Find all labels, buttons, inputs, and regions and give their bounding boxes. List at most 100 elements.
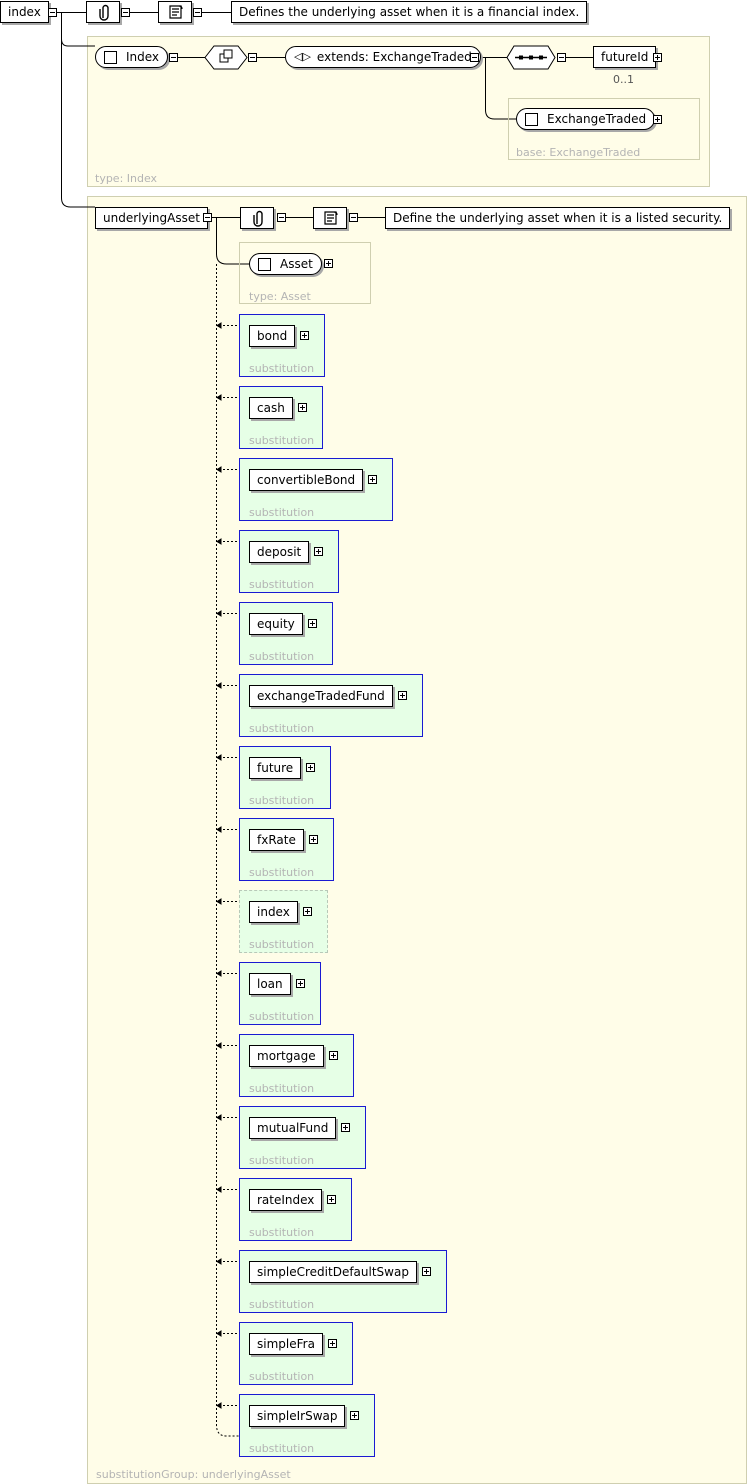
substitution-caption: substitution xyxy=(249,1154,315,1167)
plus-icon[interactable] xyxy=(309,835,318,844)
root-documentation: Defines the underlying asset when it is … xyxy=(231,1,588,23)
arrowhead-icon xyxy=(216,826,222,833)
plus-icon[interactable] xyxy=(350,1411,359,1420)
substitution-caption: substitution xyxy=(249,866,315,879)
complex-type-index[interactable]: Index xyxy=(95,46,169,68)
arrowhead-icon xyxy=(216,1258,222,1265)
arrowhead-icon xyxy=(216,466,222,473)
type-box-icon xyxy=(258,257,271,271)
complex-type-label: Index xyxy=(126,50,160,64)
arrowhead-icon xyxy=(216,682,222,689)
arrowhead-icon xyxy=(216,970,222,977)
arrowhead-icon xyxy=(216,538,222,545)
arrowhead-icon xyxy=(216,322,222,329)
plus-icon[interactable] xyxy=(328,1339,337,1348)
arrowhead-icon xyxy=(216,1186,222,1193)
substitution-group-caption: substitutionGroup: underlyingAsset xyxy=(96,1468,291,1481)
element-mortgage[interactable]: mortgage xyxy=(249,1045,324,1067)
minus-icon[interactable] xyxy=(470,53,479,62)
plus-icon[interactable] xyxy=(306,763,315,772)
substitution-caption: substitution xyxy=(249,1442,315,1455)
element-equity[interactable]: equity xyxy=(249,613,303,635)
substitution-trunk xyxy=(216,264,239,1437)
element-deposit[interactable]: deposit xyxy=(249,541,310,563)
element-fxRate[interactable]: fxRate xyxy=(249,829,304,851)
element-futureId[interactable]: futureId xyxy=(593,46,657,68)
substitution-caption: substitution xyxy=(249,434,315,447)
minus-icon[interactable] xyxy=(557,53,566,62)
asset-type-box: type: Asset xyxy=(239,242,371,304)
paperclip-icon xyxy=(240,207,274,229)
minus-icon[interactable] xyxy=(277,213,286,222)
choice-icon xyxy=(204,45,248,70)
plus-icon[interactable] xyxy=(329,1051,338,1060)
base-type-box: base: ExchangeTraded xyxy=(508,98,700,160)
base-caption: base: ExchangeTraded xyxy=(516,146,641,159)
element-future[interactable]: future xyxy=(249,757,302,779)
minus-icon[interactable] xyxy=(349,213,358,222)
plus-icon[interactable] xyxy=(653,53,662,62)
plus-icon[interactable] xyxy=(327,1195,336,1204)
extension-label: extends: ExchangeTraded xyxy=(316,50,472,64)
plus-icon[interactable] xyxy=(300,331,309,340)
plus-icon[interactable] xyxy=(368,475,377,484)
substitution-caption: substitution xyxy=(249,1010,315,1023)
underlying-documentation: Define the underlying asset when it is a… xyxy=(385,207,731,229)
plus-icon[interactable] xyxy=(341,1123,350,1132)
occurrence-label: 0..1 xyxy=(613,73,634,86)
element-underlyingAsset[interactable]: underlyingAsset xyxy=(95,207,208,229)
element-index[interactable]: index xyxy=(249,901,298,923)
substitution-caption: substitution xyxy=(249,362,315,375)
element-bond[interactable]: bond xyxy=(249,325,296,347)
plus-icon[interactable] xyxy=(308,619,317,628)
minus-icon[interactable] xyxy=(48,8,57,17)
plus-icon[interactable] xyxy=(296,979,305,988)
substitution-caption: substitution xyxy=(249,1370,315,1383)
complex-type-Asset[interactable]: Asset xyxy=(249,253,322,275)
element-mutualFund[interactable]: mutualFund xyxy=(249,1117,337,1139)
minus-icon[interactable] xyxy=(193,8,202,17)
substitution-caption: substitution xyxy=(249,578,315,591)
element-convertibleBond[interactable]: convertibleBond xyxy=(249,469,364,491)
scroll-icon xyxy=(313,207,347,229)
arrowhead-icon xyxy=(216,610,222,617)
plus-icon[interactable] xyxy=(398,691,407,700)
element-simpleIrSwap[interactable]: simpleIrSwap xyxy=(249,1405,346,1427)
complex-type-ExchangeTraded[interactable]: ExchangeTraded xyxy=(516,108,656,130)
plus-icon[interactable] xyxy=(324,259,333,268)
asset-type-label: Asset xyxy=(280,257,313,271)
minus-icon[interactable] xyxy=(203,213,212,222)
element-cash[interactable]: cash xyxy=(249,397,293,419)
substitution-caption: substitution xyxy=(249,506,315,519)
plus-icon[interactable] xyxy=(314,547,323,556)
minus-icon[interactable] xyxy=(248,53,257,62)
arrowhead-icon xyxy=(216,754,222,761)
scroll-icon xyxy=(158,1,192,23)
substitution-caption: substitution xyxy=(249,722,315,735)
minus-icon[interactable] xyxy=(121,8,130,17)
base-type-label: ExchangeTraded xyxy=(547,112,647,126)
element-exchangeTradedFund[interactable]: exchangeTradedFund xyxy=(249,685,393,707)
sequence-icon xyxy=(506,45,556,70)
element-simpleCreditDefaultSwap[interactable]: simpleCreditDefaultSwap xyxy=(249,1261,417,1283)
root-element-index[interactable]: index xyxy=(0,1,49,23)
element-loan[interactable]: loan xyxy=(249,973,291,995)
extension-icon: ◁▷ xyxy=(294,50,311,63)
plus-icon[interactable] xyxy=(303,907,312,916)
element-rateIndex[interactable]: rateIndex xyxy=(249,1189,323,1211)
arrowhead-icon xyxy=(216,1042,222,1049)
plus-icon[interactable] xyxy=(653,115,662,124)
element-simpleFra[interactable]: simpleFra xyxy=(249,1333,323,1355)
plus-icon[interactable] xyxy=(422,1267,431,1276)
substitution-caption: substitution xyxy=(249,938,315,951)
arrowhead-icon xyxy=(216,394,222,401)
type-box-icon xyxy=(525,112,538,126)
paperclip-icon xyxy=(86,1,120,23)
extension-ExchangeTraded[interactable]: ◁▷ extends: ExchangeTraded xyxy=(285,46,481,68)
plus-icon[interactable] xyxy=(298,403,307,412)
substitution-caption: substitution xyxy=(249,794,315,807)
asset-type-caption: type: Asset xyxy=(249,290,311,303)
minus-icon[interactable] xyxy=(169,53,178,62)
substitution-exchangeTradedFund: substitution xyxy=(239,674,423,737)
